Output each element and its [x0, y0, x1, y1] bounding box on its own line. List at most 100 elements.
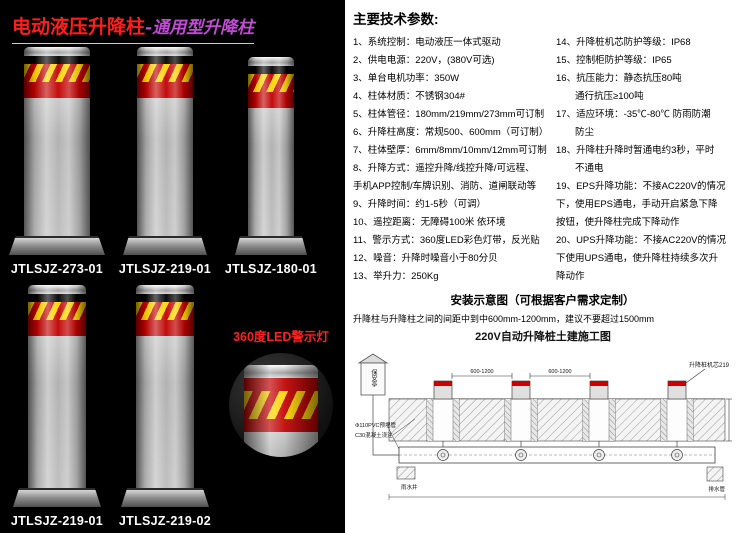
spec-line: 3、单台电机功率：350W	[353, 73, 460, 84]
spec-line: 9、升降时间：约1-5秒（可调）	[353, 199, 487, 210]
bollard-cap	[248, 57, 294, 66]
diagram-drain-label: 排水管	[708, 485, 725, 493]
hazard-stripes	[136, 302, 194, 320]
hazard-stripes	[24, 64, 90, 82]
bollard-body	[136, 336, 194, 488]
product-card: JTLSJZ-273-01	[4, 47, 110, 276]
spec-line: 6、升降柱高度：常规500、600mm（可订制）	[353, 127, 549, 138]
led-callout-label: 360度LED警示灯	[233, 330, 329, 344]
bollard-warning-band	[24, 64, 90, 98]
product-card: JTLSJZ-219-01	[112, 47, 218, 276]
spec-line: 防尘	[556, 127, 595, 138]
diagram-core-label: 升降桩机芯219	[689, 361, 730, 369]
gallery-title: 电动液压升降柱-通用型升降柱	[12, 12, 255, 44]
led-cylinder-closeup	[244, 365, 318, 457]
bollard-body	[137, 98, 193, 236]
installation-diagram-wrap: 220V自动升降桩土建施工图 保安亭	[353, 327, 732, 507]
diagram-concrete-label: C30混凝土浇注	[355, 431, 393, 439]
diagram-leader-line	[685, 368, 706, 384]
spec-line: 16、抗压能力：静态抗压80吨	[556, 73, 682, 84]
spec-line: 20、UPS升降功能：不接AC220V的情况	[556, 235, 726, 246]
spec-line: 手机APP控制/车牌识别、消防、道闸联动等	[353, 181, 537, 192]
bollard-warning-band	[136, 302, 194, 336]
spec-line: 下，使用EPS通电，手动开启紧急下降	[556, 199, 718, 210]
product-card: JTLSJZ-180-01	[220, 50, 322, 276]
led-callout: 360度LED警示灯	[224, 326, 338, 457]
diagram-conduit	[372, 395, 716, 464]
diagram-overall-dim	[388, 494, 726, 500]
install-section-title: 安装示意图（可根据客户需求定制）	[450, 295, 635, 307]
bollard-image	[121, 285, 209, 507]
model-label: JTLSJZ-273-01	[10, 262, 104, 276]
spec-line: 7、柱体壁厚：6mm/8mm/10mm/12mm可订制	[353, 145, 547, 156]
model-label: JTLSJZ-219-02	[118, 514, 212, 528]
specs-column-right: 14、升降桩机芯防护等级：IP68 15、控制柜防护等级：IP65 16、抗压能力：…	[556, 34, 732, 286]
hazard-stripes	[244, 390, 318, 419]
hazard-stripes	[137, 64, 193, 82]
hazard-stripes	[28, 302, 86, 320]
spec-line: 8、升降方式：遥控升降/线控升降/可远程、	[353, 163, 535, 174]
bollard-image	[123, 47, 207, 255]
model-label: JTLSJZ-219-01	[10, 514, 104, 528]
gallery-title-main: 电动液压升降柱	[12, 17, 146, 38]
spec-line: 10、遥控距离：无障碍100米 依环境	[353, 217, 506, 228]
led-detail-photo	[229, 353, 333, 457]
specs-title: 主要技术参数:	[353, 12, 439, 27]
install-spacing-note: 升降柱与升降柱之间的间距中到中600mm-1200mm，建议不要超过1500mm	[353, 314, 655, 324]
bollard-image	[13, 285, 101, 507]
spec-line: 18、升降柱升降时暂通电约3秒，平时	[556, 145, 715, 156]
bollard-cap	[28, 285, 86, 294]
diagram-drain-well	[706, 466, 724, 482]
spec-line: 5、柱体管径：180mm/219mm/273mm可订制	[353, 109, 545, 120]
hazard-stripes	[248, 74, 294, 92]
bollard-image	[9, 47, 105, 255]
bollard-body	[248, 108, 294, 236]
spec-line: 15、控制柜防护等级：IP65	[556, 55, 672, 66]
spec-line: 通行抗压≥100吨	[556, 91, 644, 102]
gallery-title-sub: -通用型升降柱	[145, 18, 255, 38]
bollard-cap	[244, 365, 318, 378]
product-card: JTLSJZ-219-02	[112, 285, 218, 528]
bollard-body	[244, 431, 318, 457]
spec-line: 1、系统控制：电动液压一体式驱动	[353, 37, 501, 48]
diagram-leader-line	[392, 418, 416, 436]
spec-line: 下使用UPS通电，使升降柱持续多次升	[556, 253, 719, 264]
bollard-body	[28, 336, 86, 488]
bollard-base-plate	[13, 488, 101, 507]
spec-line: 降动作	[556, 271, 585, 282]
bollard-warning-band	[137, 64, 193, 98]
diagram-title: 220V自动升降桩土建施工图	[475, 329, 611, 343]
bollard-warning-band	[244, 377, 318, 432]
spec-line: 2、供电电源：220V，(380V可选)	[353, 55, 495, 66]
bollard-cap	[137, 47, 193, 56]
spec-line: 17、适应环境：-35℃-80℃ 防雨防潮	[556, 109, 711, 120]
bollard-base-plate	[235, 236, 307, 255]
spec-line: 不通电	[556, 163, 604, 174]
bollard-base-plate	[123, 236, 207, 255]
spec-line: 19、EPS升降功能：不接AC220V的情况	[556, 181, 726, 192]
bollard-cap	[24, 47, 90, 56]
diagram-pvc-label: Φ110PVC预埋管	[355, 421, 396, 429]
specs-column-left: 1、系统控制：电动液压一体式驱动 2、供电电源：220V，(380V可选) 3、单台…	[353, 34, 556, 286]
diagram-leader-line	[386, 424, 400, 450]
bollard-body	[24, 98, 90, 236]
model-label: JTLSJZ-219-01	[118, 262, 212, 276]
bollard-cylinder	[136, 285, 194, 488]
spec-line: 11、警示方式：360度LED彩色灯带，反光贴	[353, 235, 540, 246]
product-gallery: 电动液压升降柱-通用型升降柱 JTLSJZ-273-01	[0, 0, 345, 533]
bollard-base-plate	[9, 236, 105, 255]
product-card: JTLSJZ-219-01	[4, 285, 110, 528]
installation-diagram: 220V自动升降桩土建施工图 保安亭	[355, 329, 732, 500]
bollard-warning-band	[248, 74, 294, 108]
bollard-cylinder	[137, 47, 193, 236]
spec-line: 14、升降桩机芯防护等级：IP68	[556, 37, 691, 48]
diagram-guard-booth: 保安亭	[357, 353, 389, 396]
bollard-base-plate	[121, 488, 209, 507]
bollard-warning-band	[28, 302, 86, 336]
bollard-cylinder	[248, 57, 294, 236]
bollard-image	[235, 57, 307, 255]
diagram-booth-label: 保安亭	[370, 368, 377, 387]
spec-line: 4、柱体材质：不锈钢304#	[353, 91, 465, 102]
spec-line: 按钮，使升降柱完成下降动作	[556, 217, 680, 228]
specs-panel: 主要技术参数: 1、系统控制：电动液压一体式驱动 2、供电电源：220V，(380…	[345, 0, 740, 533]
